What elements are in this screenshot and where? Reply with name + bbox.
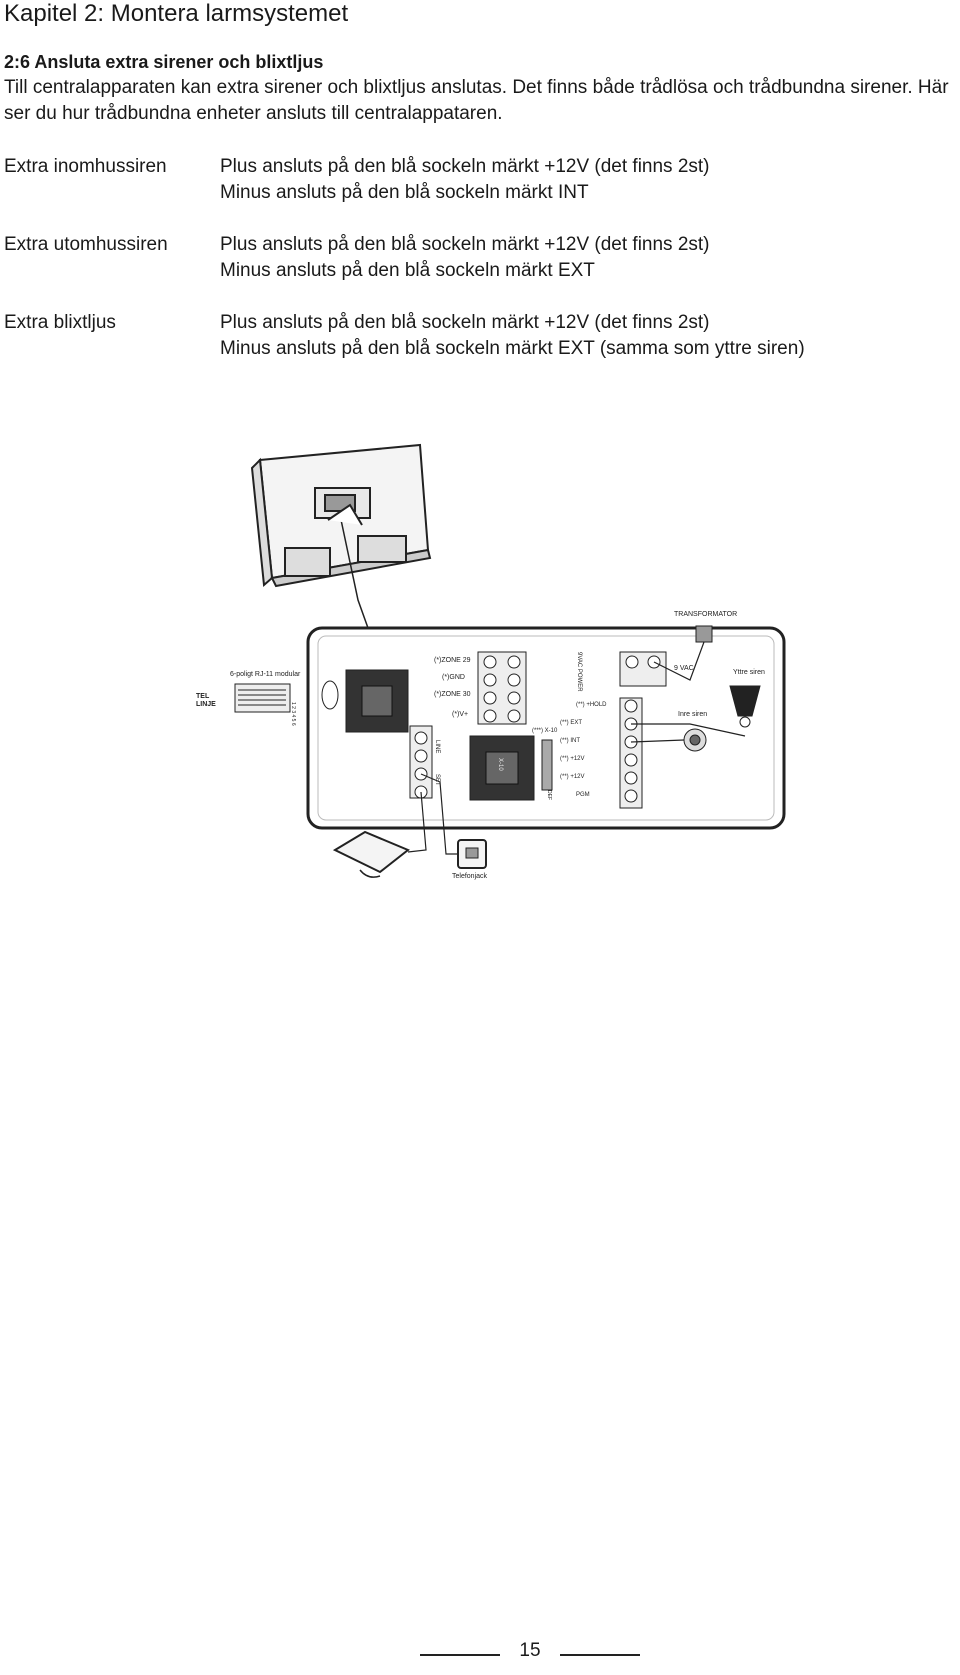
hold-label: (**) +HOLD: [576, 702, 607, 708]
page-footer: 15: [0, 1640, 960, 1670]
zone30-label: (*)ZONE 30: [434, 691, 471, 698]
section-heading: 2:6 Ansluta extra sirener och blixtljus: [4, 52, 324, 72]
vplus-label: (*)V+: [452, 711, 468, 718]
wiring-lines: Plus ansluts på den blå sockeln märkt +1…: [220, 310, 805, 362]
wiring-plus: Plus ansluts på den blå sockeln märkt +1…: [220, 312, 710, 333]
wiring-lines: Plus ansluts på den blå sockeln märkt +1…: [220, 232, 710, 284]
wiring-row: Extra utomhussiren Plus ansluts på den b…: [4, 232, 954, 284]
wiring-diagram: 6-poligt RJ-11 modular TEL LINJE 1 2 3 4…: [196, 443, 786, 880]
inre-label: Inre siren: [678, 711, 707, 718]
transformer: TRANSFORMATOR 9 VAC: [653, 611, 737, 681]
tel-label: TEL: [196, 693, 210, 700]
pgm-label: PGM: [576, 792, 590, 798]
wiring-row: Extra inomhussiren Plus ansluts på den b…: [4, 154, 954, 206]
yttre-label: Yttre siren: [733, 669, 765, 676]
wiring-list: Extra inomhussiren Plus ansluts på den b…: [4, 154, 954, 388]
zone-terminals: (*)ZONE 29 (*)GND (*)ZONE 30 (*)V+: [434, 651, 527, 725]
footer-rule-left: [420, 1654, 500, 1656]
def-label: DEF: [546, 790, 552, 800]
wiring-minus: Minus ansluts på den blå sockeln märkt I…: [220, 182, 589, 203]
wiring-minus: Minus ansluts på den blå sockeln märkt E…: [220, 260, 595, 281]
section-body: Till centralapparaten kan extra sirener …: [4, 77, 949, 124]
int-label: (**) INT: [560, 738, 580, 744]
zone29-label: (*)ZONE 29: [434, 657, 471, 664]
control-panel-illustration: [250, 443, 432, 629]
vac-power-label: 9VAC POWER: [576, 652, 582, 692]
sirens: Yttre siren Inre siren: [630, 669, 765, 752]
section: 2:6 Ansluta extra sirener och blixtljus …: [4, 52, 954, 127]
x10-label: (***) X-10: [532, 728, 558, 734]
wiring-lines: Plus ansluts på den blå sockeln märkt +1…: [220, 154, 710, 206]
wiring-plus: Plus ansluts på den blå sockeln märkt +1…: [220, 234, 710, 255]
x10-chip-label: X-10: [497, 758, 503, 771]
vac-label: 9 VAC: [674, 665, 694, 672]
p12a-label: (**) +12V: [560, 756, 585, 762]
page-number: 15: [519, 1640, 541, 1661]
chapter-title: Kapitel 2: Montera larmsystemet: [4, 0, 349, 27]
linje-label: LINJE: [196, 701, 216, 708]
wiring-label: Extra inomhussiren: [4, 156, 167, 177]
wiring-plus: Plus ansluts på den blå sockeln märkt +1…: [220, 156, 710, 177]
gnd-label: (*)GND: [442, 674, 465, 681]
set-label: SET: [434, 774, 440, 786]
x10-module: X-10 (***) X-10 DEF: [469, 728, 558, 801]
wiring-row: Extra blixtljus Plus ansluts på den blå …: [4, 310, 954, 362]
line-label: LINE: [434, 740, 440, 753]
wiring-minus: Minus ansluts på den blå sockeln märkt E…: [220, 338, 805, 359]
wiring-label: Extra utomhussiren: [4, 234, 168, 255]
footer-rule-right: [560, 1654, 640, 1656]
rj11-label: 6-poligt RJ-11 modular: [230, 671, 301, 678]
wiring-label: Extra blixtljus: [4, 312, 116, 333]
p12b-label: (**) +12V: [560, 774, 585, 780]
telefonjack: Telefonjack: [420, 773, 488, 880]
telephone: [332, 791, 427, 878]
output-terminals: 9VAC POWER (**) +HOLD (**) EXT (**) INT …: [560, 651, 667, 809]
rj11-module: 6-poligt RJ-11 modular TEL LINJE 1 2 3 4…: [196, 669, 409, 733]
transformator-label: TRANSFORMATOR: [674, 611, 737, 618]
telefonjack-label: Telefonjack: [452, 873, 488, 880]
ext-label: (**) EXT: [560, 720, 582, 726]
line-set-terminals: LINE SET: [409, 725, 440, 799]
pins-label: 1 2 3 4 5 6: [290, 702, 296, 726]
